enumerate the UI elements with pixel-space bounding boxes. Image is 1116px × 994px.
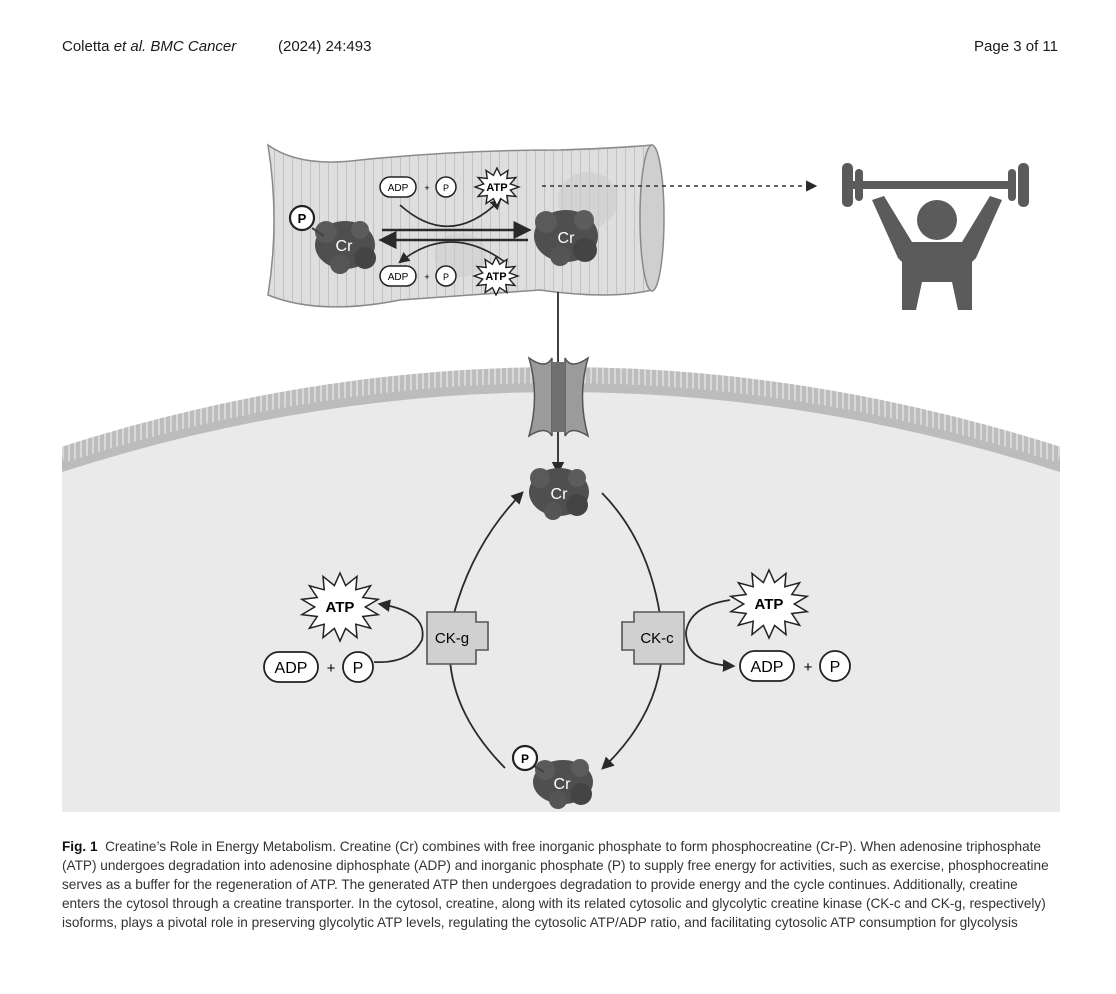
ck-g-enzyme: CK-g (426, 611, 489, 665)
atp-burst-bottom: ATP (472, 255, 520, 297)
adp-label: ADP (275, 660, 308, 677)
muscle-reaction-arrows (378, 198, 532, 264)
atp-label: ATP (755, 596, 784, 613)
p-label: P (521, 752, 529, 766)
cr-p-molecule-muscle: Cr P (288, 204, 376, 274)
atp-burst-top: ATP (473, 166, 521, 208)
cr-p-molecule-cytosol-bottom: Cr P (511, 744, 593, 809)
left-reaction: ADP + P ATP (263, 571, 424, 683)
p-label: P (443, 183, 449, 193)
adp-p-bottom: ADP + P (379, 265, 457, 287)
caption-text: Creatine’s Role in Energy Metabolism. Cr… (62, 839, 1049, 930)
p-label: P (830, 659, 841, 676)
ck-c-label: CK-c (640, 630, 674, 647)
weightlifter-icon (842, 163, 1029, 310)
plus-label: + (327, 660, 336, 677)
creatine-molecule-icon: Cr (529, 468, 589, 520)
plus-label: + (424, 183, 429, 193)
p-label: P (298, 211, 307, 226)
creatine-molecule-icon: Cr (534, 210, 598, 266)
page-header: Coletta et al. BMC Cancer (2024) 24:493 … (62, 38, 1058, 60)
page-number: Page 3 of 11 (974, 38, 1058, 55)
figure-label: Fig. 1 (62, 839, 98, 854)
figure-caption: Fig. 1 Creatine’s Role in Energy Metabol… (62, 837, 1058, 932)
atp-label: ATP (326, 599, 355, 616)
p-label: P (353, 660, 364, 677)
creatine-molecule-icon: Cr (533, 759, 593, 809)
creatine-molecule-icon: Cr (315, 221, 376, 274)
adp-label: ADP (388, 272, 409, 283)
phosphate-circle (288, 204, 316, 232)
cell-membrane (62, 367, 1060, 812)
cytosol (62, 392, 1060, 812)
adp-label: ADP (388, 183, 409, 194)
ck-g-label: CK-g (435, 630, 469, 647)
cr-molecule-muscle: Cr (534, 210, 598, 266)
citation: Coletta et al. BMC Cancer (62, 38, 237, 55)
cr-label: Cr (558, 230, 576, 247)
p-label: P (443, 272, 449, 282)
right-reaction: ATP ADP + P (685, 568, 851, 682)
atp-label: ATP (485, 271, 506, 283)
cr-label: Cr (551, 486, 569, 503)
year-volume: (2024) 24:493 (278, 38, 372, 55)
adp-p-top: ADP + P (379, 176, 457, 198)
plus-label: + (804, 659, 813, 676)
cr-molecule-cytosol-top: Cr (529, 468, 589, 520)
cr-label: Cr (336, 238, 354, 255)
cr-label: Cr (554, 776, 572, 793)
adp-label: ADP (751, 659, 784, 676)
plus-label: + (424, 272, 429, 282)
creatine-transporter-icon (527, 356, 590, 438)
atp-label: ATP (486, 182, 507, 194)
ck-c-enzyme: CK-c (621, 611, 685, 665)
